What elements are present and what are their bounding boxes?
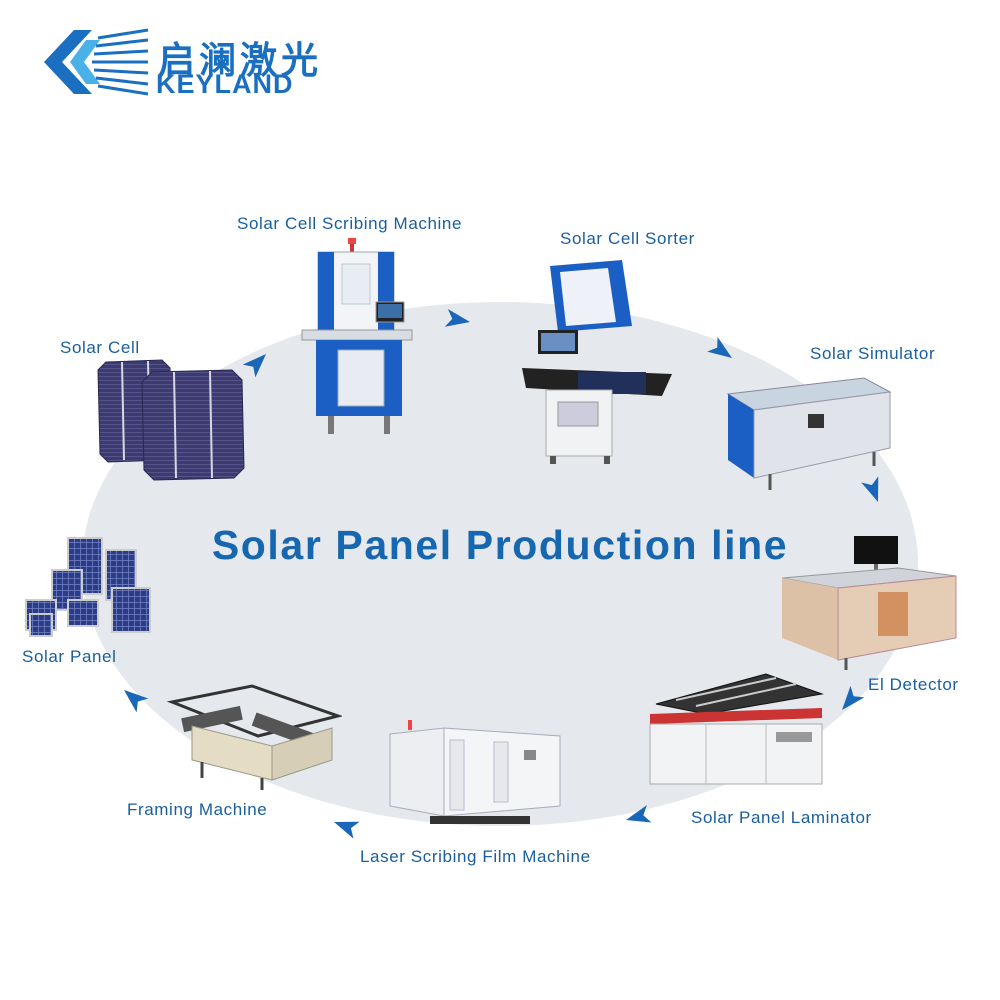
brand-name-cn: 启澜激光 <box>158 39 322 82</box>
framing-machine-icon <box>166 684 342 790</box>
station-label-solar-panel: Solar Panel <box>22 647 117 666</box>
station-label-scribing-machine: Solar Cell Scribing Machine <box>237 214 463 233</box>
flow-arrow-icon <box>707 336 732 358</box>
laser-film-machine-icon <box>389 720 561 824</box>
flow-arrow-icon <box>842 685 865 710</box>
solar-cell-icon <box>97 359 245 481</box>
solar-simulator-icon <box>726 377 892 490</box>
station-label-cell-sorter: Solar Cell Sorter <box>560 229 695 248</box>
station-label-solar-cell: Solar Cell <box>60 338 140 357</box>
flow-arrow-icon <box>334 821 360 839</box>
diagram-title: Solar Panel Production line <box>211 522 789 568</box>
station-label-laser-film-machine: Laser Scribing Film Machine <box>360 847 591 866</box>
flow-arrow-icon <box>861 476 879 502</box>
station-label-el-detector: El Detector <box>868 675 959 694</box>
station-label-laminator: Solar Panel Laminator <box>691 808 872 827</box>
flow-arrow-icon <box>242 354 266 378</box>
flow-arrow-icon <box>124 690 149 713</box>
laminator-icon <box>649 673 824 785</box>
station-label-solar-simulator: Solar Simulator <box>810 344 936 363</box>
keyland-logo-icon <box>44 28 149 96</box>
flow-arrow-icon <box>444 308 470 327</box>
solar-panel-icon <box>25 537 151 637</box>
el-detector-icon <box>781 536 957 670</box>
cell-sorter-icon <box>522 260 672 464</box>
station-label-framing-machine: Framing Machine <box>127 800 268 819</box>
flow-arrow-icon <box>626 805 652 823</box>
scribing-machine-icon <box>301 238 413 434</box>
brand-name-en: KEYLAND <box>156 69 294 99</box>
